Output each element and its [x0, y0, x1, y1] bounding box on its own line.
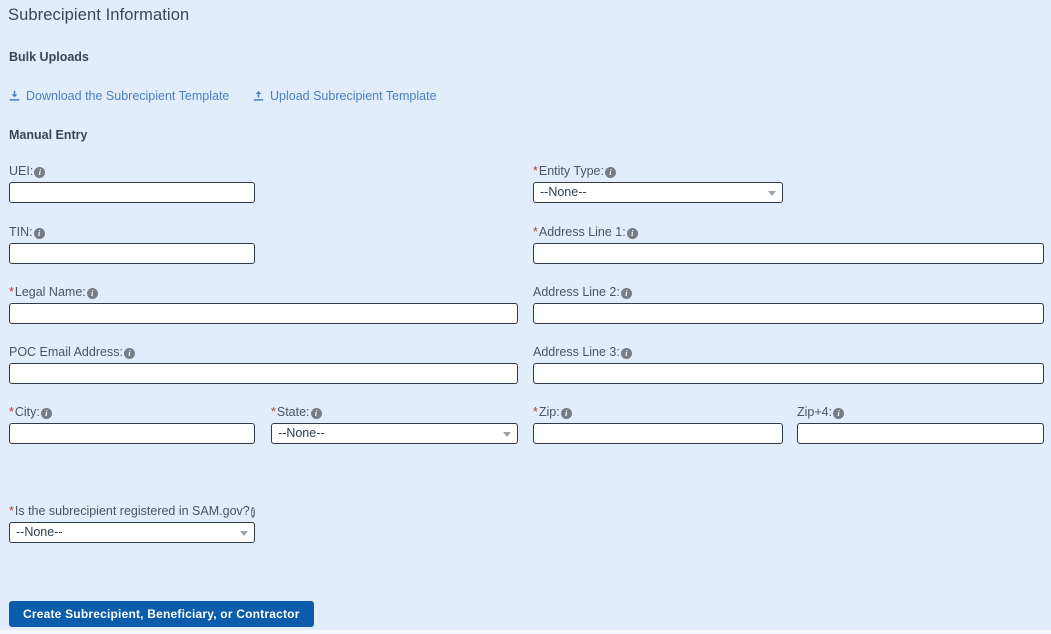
- field-entity-type: * Entity Type: i --None--: [533, 164, 783, 203]
- required-asterisk: *: [9, 504, 14, 518]
- info-icon[interactable]: i: [250, 507, 255, 518]
- create-subrecipient-button[interactable]: Create Subrecipient, Beneficiary, or Con…: [9, 601, 314, 627]
- address-line-3-input[interactable]: [533, 363, 1044, 384]
- sam-registered-select[interactable]: --None--: [9, 522, 255, 543]
- info-icon[interactable]: i: [604, 167, 616, 178]
- info-icon[interactable]: i: [34, 167, 46, 178]
- upload-subrecipient-template-label: Upload Subrecipient Template: [270, 89, 437, 103]
- info-icon[interactable]: i: [626, 228, 638, 239]
- field-label-zip: * Zip: i: [533, 405, 783, 420]
- field-label-state: * State: i: [271, 405, 518, 420]
- required-asterisk: *: [271, 405, 276, 419]
- field-label-tin-text: TIN:: [9, 225, 33, 239]
- field-legal-name: * Legal Name: i: [9, 285, 518, 324]
- field-label-address-line-2: Address Line 2: i: [533, 285, 1044, 300]
- field-label-poc-email-text: POC Email Address:: [9, 345, 123, 359]
- field-label-zip4-text: Zip+4:: [797, 405, 833, 419]
- sam-registered-select-wrap: --None--: [9, 522, 255, 543]
- download-icon: [9, 90, 20, 102]
- upload-subrecipient-template-link[interactable]: Upload Subrecipient Template: [253, 89, 437, 103]
- section-label-bulk-uploads: Bulk Uploads: [9, 50, 89, 64]
- field-uei: UEI: i: [9, 164, 255, 203]
- field-label-address-line-3: Address Line 3: i: [533, 345, 1044, 360]
- poc-email-input[interactable]: [9, 363, 518, 384]
- required-asterisk: *: [533, 405, 538, 419]
- field-label-city-text: City:: [14, 405, 40, 419]
- field-state: * State: i --None--: [271, 405, 518, 444]
- download-subrecipient-template-label: Download the Subrecipient Template: [26, 89, 230, 103]
- upload-icon: [253, 90, 264, 102]
- address-line-2-input[interactable]: [533, 303, 1044, 324]
- field-label-uei: UEI: i: [9, 164, 255, 179]
- field-city: * City: i: [9, 405, 255, 444]
- tin-input[interactable]: [9, 243, 255, 264]
- field-label-poc-email: POC Email Address: i: [9, 345, 518, 360]
- field-address-line-3: Address Line 3: i: [533, 345, 1044, 384]
- info-icon[interactable]: i: [560, 408, 572, 419]
- field-label-address-line-3-text: Address Line 3:: [533, 345, 620, 359]
- info-icon[interactable]: i: [86, 288, 98, 299]
- legal-name-input[interactable]: [9, 303, 518, 324]
- download-subrecipient-template-link[interactable]: Download the Subrecipient Template: [9, 89, 229, 103]
- section-label-manual-entry: Manual Entry: [9, 128, 88, 142]
- field-label-entity-type-text: Entity Type:: [538, 164, 604, 178]
- field-label-city: * City: i: [9, 405, 255, 420]
- field-address-line-1: * Address Line 1: i: [533, 225, 1044, 264]
- zip4-input[interactable]: [797, 423, 1044, 444]
- info-icon[interactable]: i: [40, 408, 52, 419]
- entity-type-select-wrap: --None--: [533, 182, 783, 203]
- info-icon[interactable]: i: [310, 408, 322, 419]
- field-label-uei-text: UEI:: [9, 164, 34, 178]
- field-label-address-line-1-text: Address Line 1:: [538, 225, 626, 239]
- field-zip4: Zip+4: i: [797, 405, 1044, 444]
- field-label-legal-name: * Legal Name: i: [9, 285, 518, 300]
- field-tin: TIN: i: [9, 225, 255, 264]
- entity-type-select[interactable]: --None--: [533, 182, 783, 203]
- state-select[interactable]: --None--: [271, 423, 518, 444]
- info-icon[interactable]: i: [123, 348, 135, 359]
- info-icon[interactable]: i: [833, 408, 845, 419]
- page-bottom-strip: [0, 630, 1051, 634]
- field-address-line-2: Address Line 2: i: [533, 285, 1044, 324]
- field-label-address-line-2-text: Address Line 2:: [533, 285, 620, 299]
- city-input[interactable]: [9, 423, 255, 444]
- state-select-wrap: --None--: [271, 423, 518, 444]
- field-zip: * Zip: i: [533, 405, 783, 444]
- info-icon[interactable]: i: [33, 228, 45, 239]
- info-icon[interactable]: i: [620, 288, 632, 299]
- required-asterisk: *: [533, 225, 538, 239]
- uei-input[interactable]: [9, 182, 255, 203]
- field-sam-registered: * Is the subrecipient registered in SAM.…: [9, 504, 255, 543]
- required-asterisk: *: [533, 164, 538, 178]
- required-asterisk: *: [9, 405, 14, 419]
- address-line-1-input[interactable]: [533, 243, 1044, 264]
- field-label-address-line-1: * Address Line 1: i: [533, 225, 1044, 240]
- field-poc-email: POC Email Address: i: [9, 345, 518, 384]
- field-label-sam-registered: * Is the subrecipient registered in SAM.…: [9, 504, 255, 519]
- field-label-sam-registered-text: Is the subrecipient registered in SAM.go…: [14, 504, 250, 518]
- zip-input[interactable]: [533, 423, 783, 444]
- field-label-zip-text: Zip:: [538, 405, 560, 419]
- field-label-state-text: State:: [276, 405, 310, 419]
- field-label-entity-type: * Entity Type: i: [533, 164, 783, 179]
- required-asterisk: *: [9, 285, 14, 299]
- page-title: Subrecipient Information: [8, 6, 190, 24]
- info-icon[interactable]: i: [620, 348, 632, 359]
- field-label-zip4: Zip+4: i: [797, 405, 1044, 420]
- field-label-tin: TIN: i: [9, 225, 255, 240]
- field-label-legal-name-text: Legal Name:: [14, 285, 86, 299]
